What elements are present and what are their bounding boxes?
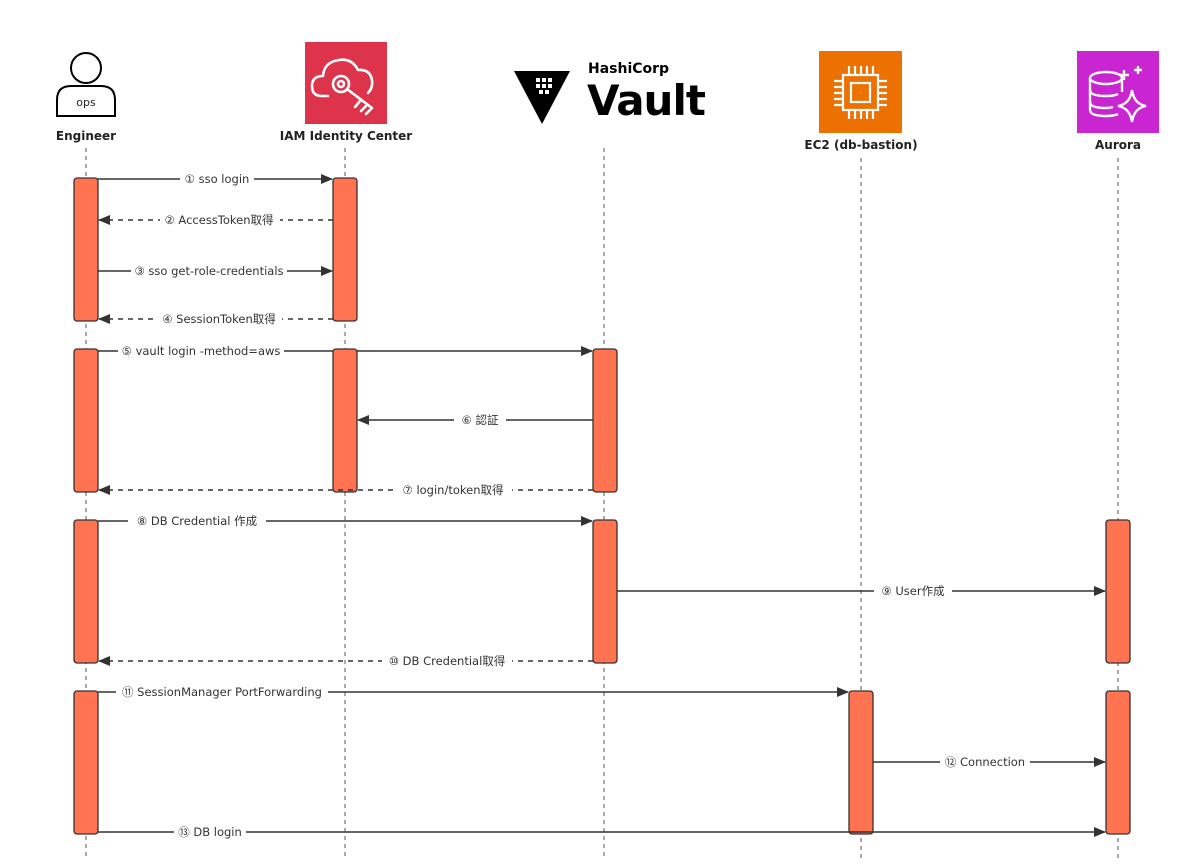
- activation-aurora-2: [1105, 690, 1131, 835]
- message-1-label: ① sso login: [185, 172, 250, 186]
- activation-bars: [73, 177, 1131, 835]
- message-4-label: ④ SessionToken取得: [162, 312, 276, 326]
- iam-label: IAM Identity Center: [280, 129, 413, 143]
- message-2-label: ② AccessToken取得: [164, 213, 273, 227]
- iam-icon-bg: [305, 42, 387, 124]
- message-11-label: ⑪ SessionManager PortForwarding: [122, 685, 322, 699]
- actor-iam: IAM Identity Center: [280, 42, 413, 143]
- activation-ec2-1: [848, 690, 874, 835]
- chip-icon: [834, 66, 887, 119]
- message-5-label: ⑤ vault login -method=aws: [122, 344, 281, 358]
- engineer-badge: ops: [76, 96, 96, 109]
- message-labels: ① sso login ② AccessToken取得 ③ sso get-ro…: [116, 170, 1030, 839]
- message-8-label: ⑧ DB Credential 作成: [137, 514, 258, 528]
- activation-engineer-3: [73, 519, 99, 664]
- activation-engineer-4: [73, 690, 99, 835]
- person-icon: [56, 52, 116, 117]
- message-3-label: ③ sso get-role-credentials: [134, 264, 283, 278]
- vault-brand-top: HashiCorp: [588, 61, 669, 77]
- engineer-label: Engineer: [56, 129, 116, 143]
- activation-aurora-1: [1105, 519, 1131, 664]
- activation-engineer-2: [73, 348, 99, 493]
- vault-brand-main: Vault: [587, 76, 706, 125]
- actor-aurora: Aurora: [1077, 51, 1159, 152]
- cloud-key-icon: [310, 58, 374, 116]
- database-sparkle-icon: [1088, 66, 1147, 123]
- message-12-label: ⑫ Connection: [945, 755, 1025, 769]
- vault-logo-icon: [514, 71, 570, 124]
- message-6-label: ⑥ 認証: [462, 413, 499, 427]
- activation-vault-2: [592, 519, 618, 664]
- activation-iam-1: [332, 177, 358, 322]
- message-10-label: ⑩ DB Credential取得: [389, 654, 506, 668]
- ec2-label: EC2 (db-bastion): [804, 138, 917, 152]
- actor-vault: HashiCorp Vault: [514, 61, 707, 125]
- actor-ec2: EC2 (db-bastion): [804, 51, 918, 152]
- actor-engineer: ops Engineer: [56, 52, 116, 143]
- ec2-icon-bg: [819, 51, 902, 133]
- activation-engineer-1: [73, 177, 99, 322]
- message-7-label: ⑦ login/token取得: [402, 483, 503, 497]
- message-13-label: ⑬ DB login: [178, 825, 242, 839]
- activation-iam-2: [332, 348, 358, 493]
- activation-vault-1: [592, 348, 618, 493]
- aurora-label: Aurora: [1095, 138, 1141, 152]
- message-9-label: ⑨ User作成: [881, 584, 945, 598]
